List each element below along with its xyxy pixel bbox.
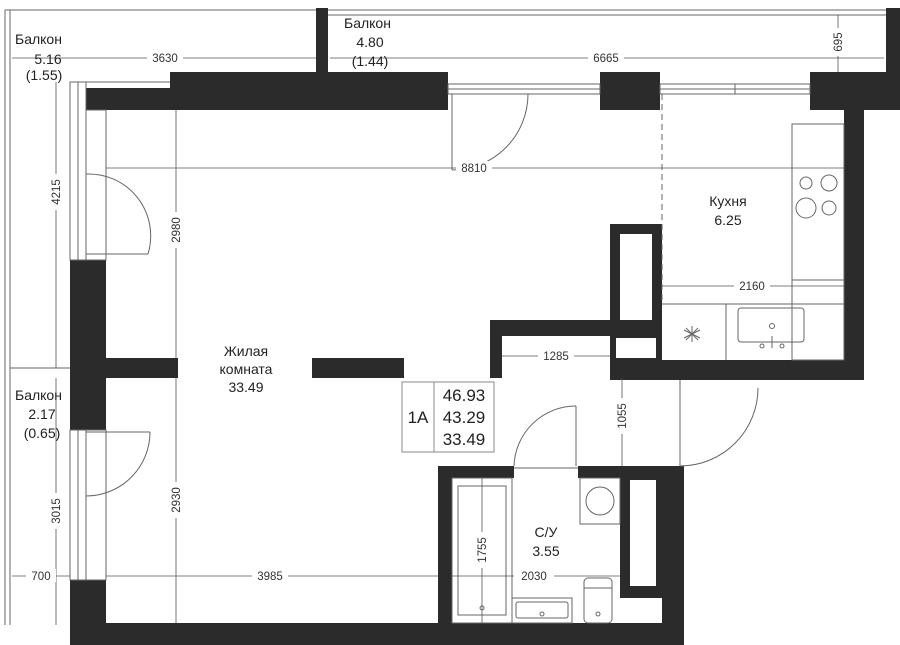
room-labels: Балкон 5.16 (1.55) Балкон 4.80 (1.44) Ба… <box>15 15 747 559</box>
bathroom-area: 3.55 <box>532 543 559 559</box>
balcony-left-name: Балкон <box>15 387 62 403</box>
wall-top-mid-pillar <box>316 8 328 73</box>
kitchen-sink <box>737 307 805 343</box>
rooms-area: 33.49 <box>443 430 486 449</box>
dim-2030: 2030 <box>521 571 547 583</box>
bathroom-name: С/У <box>535 524 558 540</box>
wall-kitchen-bottom <box>610 360 864 380</box>
wall-top-2 <box>86 88 176 110</box>
wall-top-4 <box>810 72 900 110</box>
balcony-left-area-alt: (0.65) <box>24 425 61 441</box>
wall-bottom <box>70 623 684 645</box>
washing-machine <box>579 477 621 525</box>
kitchen-area: 6.25 <box>714 212 741 228</box>
dim-1285: 1285 <box>543 351 569 363</box>
kitchen-name: Кухня <box>709 193 746 209</box>
dim-1755: 1755 <box>477 537 489 563</box>
dim-3630: 3630 <box>152 53 178 65</box>
wall-top-1 <box>170 72 448 110</box>
dim-3015: 3015 <box>51 498 63 524</box>
balcony-outlines <box>4 9 888 625</box>
toilet <box>583 577 613 624</box>
dim-3985: 3985 <box>257 571 283 583</box>
stove-burner <box>820 174 838 192</box>
dim-8810: 8810 <box>461 163 487 175</box>
living-room-area: 33.49 <box>228 379 263 395</box>
wall-bath-top-right <box>578 466 684 478</box>
stove-burner <box>795 197 817 219</box>
apartment-type: 1А <box>408 408 429 427</box>
wall-corridor-top <box>490 320 612 336</box>
hood-icon <box>683 326 701 342</box>
dim-695: 695 <box>833 32 845 51</box>
wall-top-3 <box>600 72 660 110</box>
total-area: 46.93 <box>443 386 486 405</box>
wall-right <box>844 108 864 380</box>
living-room-name-1: Жилая <box>224 343 268 359</box>
windows <box>69 81 811 581</box>
balcony-top-mid-area-alt: (1.44) <box>352 53 389 69</box>
wall-mid-stub <box>312 358 404 378</box>
walls <box>70 8 900 645</box>
dim-700: 700 <box>31 571 50 583</box>
balcony-top-mid-area: 4.80 <box>356 34 383 50</box>
balcony-top-left-area: 5.16 <box>34 51 61 67</box>
kitchen-furniture <box>661 94 845 361</box>
wall-bath-top <box>438 466 514 478</box>
dim-2160: 2160 <box>739 281 765 293</box>
dim-6665: 6665 <box>593 53 619 65</box>
area-summary-table: 1А 46.93 43.29 33.49 <box>401 381 495 453</box>
balcony-top-left-name: Балкон <box>15 31 62 47</box>
dimension-labels: 3630 6665 695 4215 8810 2980 2160 1285 1… <box>26 28 845 583</box>
stove-burner <box>821 200 837 216</box>
living-room-name-2: комната <box>220 361 273 377</box>
washbasin <box>511 597 573 624</box>
wall-bath-left <box>438 466 452 626</box>
stove-burner <box>799 176 813 190</box>
dim-4215: 4215 <box>51 179 63 205</box>
balcony-top-mid-name: Балкон <box>344 15 391 31</box>
dim-1055: 1055 <box>617 403 629 429</box>
doors <box>85 93 759 497</box>
dim-2980: 2980 <box>171 217 183 243</box>
wall-bath-inner <box>620 590 664 598</box>
wall-bath-right <box>662 466 684 626</box>
living-area-total: 43.29 <box>443 408 486 427</box>
wall-corridor-left <box>490 320 502 378</box>
wall-left-bottom <box>70 580 106 625</box>
balcony-left-area: 2.17 <box>28 406 55 422</box>
dim-2930: 2930 <box>171 487 183 513</box>
wall-left-mid <box>70 260 106 430</box>
wall-living-partition <box>106 358 178 378</box>
balcony-top-left-area-alt: (1.55) <box>26 67 63 83</box>
